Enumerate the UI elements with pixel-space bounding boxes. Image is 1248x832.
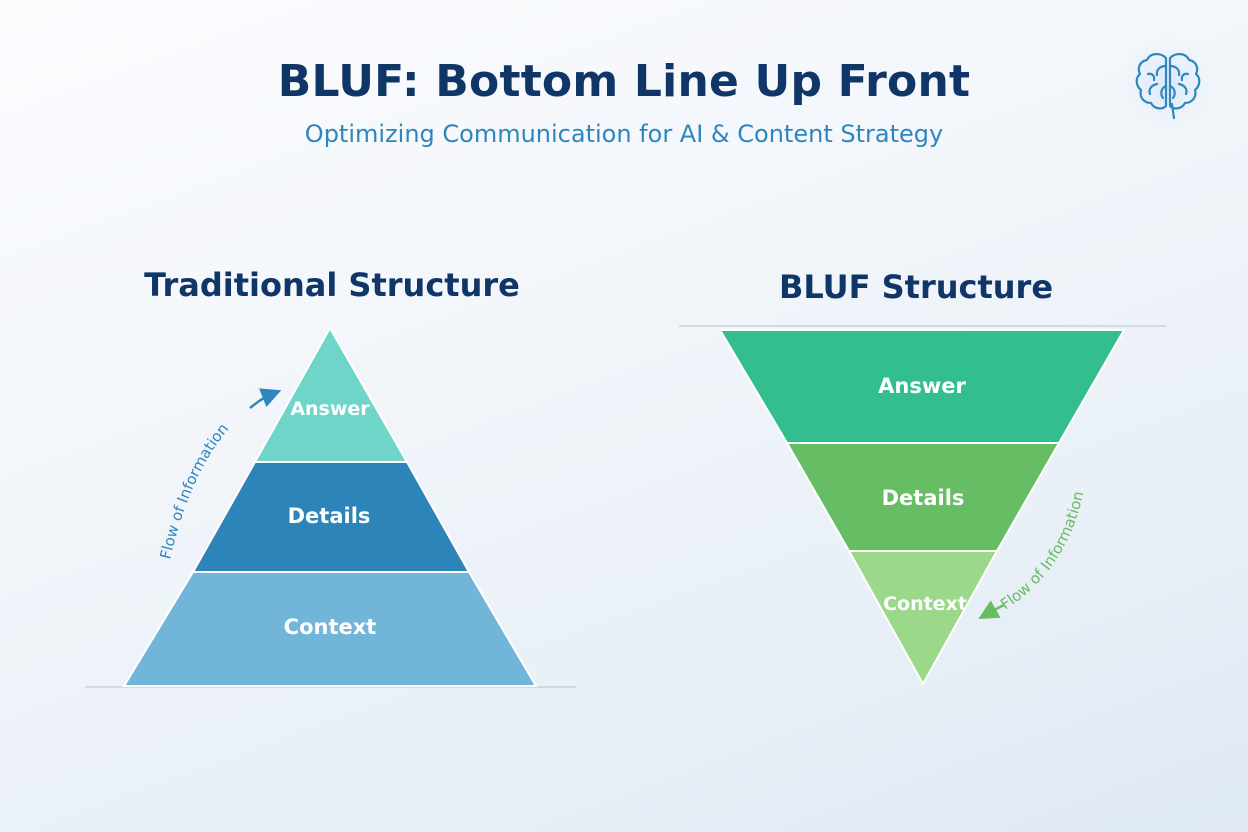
traditional-details-label: Details xyxy=(288,504,371,528)
bluf-flow-arrow xyxy=(978,600,1005,619)
bluf-details-label: Details xyxy=(882,486,965,510)
traditional-answer-label: Answer xyxy=(290,398,370,420)
bluf-context-label: Context xyxy=(883,593,967,615)
traditional-context-label: Context xyxy=(284,615,377,639)
brain-icon-badge xyxy=(1122,38,1214,130)
bluf-layer-context xyxy=(847,550,999,687)
page-subtitle: Optimizing Communication for AI & Conten… xyxy=(304,120,944,148)
bluf-structure-title: BLUF Structure xyxy=(778,268,1054,306)
bluf-answer-label: Answer xyxy=(878,374,966,398)
traditional-structure-title: Traditional Structure xyxy=(144,266,520,304)
traditional-layer-answer xyxy=(253,325,409,463)
brain-icon xyxy=(1135,53,1201,120)
page-title: BLUF: Bottom Line Up Front xyxy=(277,56,971,107)
traditional-flow-arrow xyxy=(249,388,282,409)
